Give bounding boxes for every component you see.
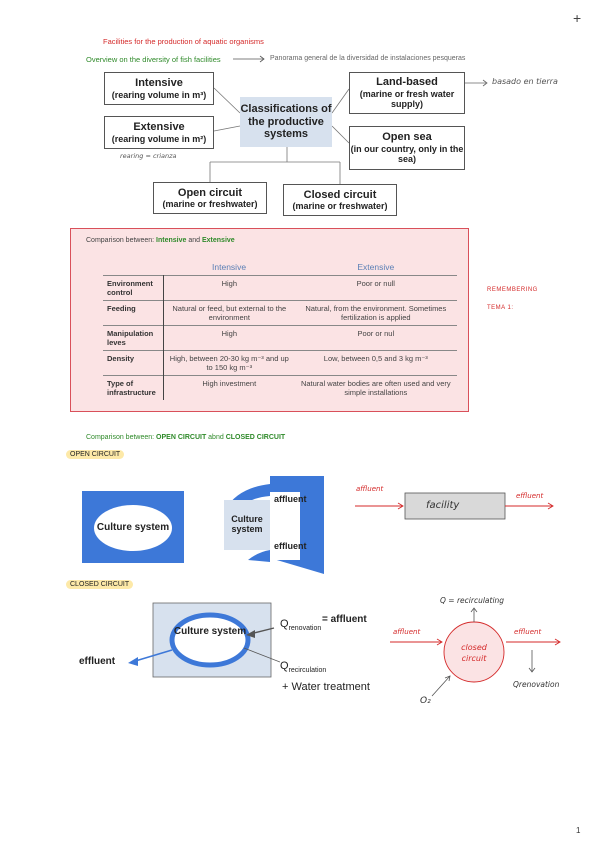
landbased-note: basado en tierra	[492, 77, 558, 86]
row-label: Density	[103, 350, 164, 376]
intensive-title: Intensive	[135, 77, 183, 89]
culture-system-label: Culture system	[94, 505, 172, 551]
closed-circuit-note: closed circuit	[461, 643, 487, 664]
row-label: Manipulation leves	[103, 325, 164, 351]
q-renovation-note: Qrenovation	[513, 680, 560, 689]
extensive-title: Extensive	[133, 121, 185, 133]
cell-intensive: High	[163, 325, 295, 351]
closed-effluent-note: effluent	[514, 628, 542, 636]
comparison-heading-and: and	[186, 237, 202, 244]
extensive-box: Extensive (rearing volume in m²)	[104, 116, 214, 149]
affluent-label: affluent	[274, 494, 307, 504]
facility-effluent-label: effluent	[516, 492, 544, 500]
table-row: Environment control High Poor or null	[103, 275, 457, 301]
opensea-title: Open sea	[382, 131, 432, 144]
closed-effluent-label: effluent	[79, 656, 116, 667]
rearing-note: rearing = crianza	[120, 152, 177, 160]
closedcircuit-sub: (marine or freshwater)	[292, 201, 388, 212]
closedcircuit-title: Closed circuit	[303, 188, 377, 201]
open-circuit-tag: OPEN CIRCUIT	[66, 450, 125, 459]
table-row: Manipulation leves High Poor or nul	[103, 325, 457, 351]
closed-circuit-diagram	[128, 602, 280, 678]
eq-affluent-label: = affluent	[322, 614, 367, 625]
extensive-sub: (rearing volume in m²)	[111, 133, 207, 144]
o2-note: O₂	[420, 696, 431, 706]
circuits-heading-b: CLOSED CIRCUIT	[225, 434, 286, 441]
comparison-heading-prefix: Comparison between:	[86, 237, 157, 244]
opencircuit-box: Open circuit (marine or freshwater)	[153, 182, 267, 214]
circuits-heading-prefix: Comparison between:	[86, 434, 157, 441]
closedcircuit-box: Closed circuit (marine or freshwater)	[283, 184, 397, 216]
row-label: Type of infrastructure	[103, 375, 164, 400]
table-row: Type of infrastructure High investment N…	[103, 375, 457, 400]
comparison-heading: Comparison between: Intensive and Extens…	[86, 237, 235, 244]
opensea-sub: (in our country, only in the sea)	[350, 143, 464, 165]
side-note-remembering: REMEMBERING	[487, 287, 538, 293]
culture-system-label-2: Culture system	[231, 514, 263, 535]
page-number: 1	[576, 826, 581, 835]
comparison-heading-a: Intensive	[156, 237, 187, 244]
circuits-heading-and: abnd	[206, 434, 226, 441]
table-corner	[103, 259, 164, 276]
cell-extensive: Poor or null	[294, 275, 457, 301]
effluent-label: effluent	[274, 541, 307, 551]
overview-arrow-icon	[233, 55, 265, 63]
side-note-tema: TEMA 1:	[487, 305, 514, 311]
q-renovation-label: Qrenovation	[280, 618, 321, 632]
water-treatment-label: + Water treatment	[282, 681, 370, 693]
intensive-sub: (rearing volume in m³)	[111, 89, 207, 100]
opencircuit-sub: (marine or freshwater)	[162, 199, 258, 210]
cell-intensive: High	[163, 275, 295, 301]
plus-icon[interactable]: +	[573, 10, 582, 26]
q-recirculating-note: Q = recirculating	[440, 596, 505, 605]
q-renovation-q: Q	[280, 618, 289, 630]
row-label: Environment control	[103, 275, 164, 301]
circuits-heading: Comparison between: OPEN CIRCUIT abnd CL…	[86, 434, 285, 441]
classifications-center-box: Classifications of the productive system…	[240, 97, 332, 147]
comparison-table: Intensive Extensive Environment control …	[103, 259, 457, 400]
cell-intensive: High, between 20-30 kg m⁻³ and up to 150…	[163, 350, 295, 376]
table-row: Density High, between 20-30 kg m⁻³ and u…	[103, 350, 457, 376]
facility-flow-diagram	[355, 492, 554, 520]
opensea-box: Open sea (in our country, only in the se…	[349, 126, 465, 170]
facility-label: facility	[426, 500, 460, 511]
landbased-sub: (marine or fresh water supply)	[359, 88, 455, 110]
closed-culture-system-label: Culture system	[173, 626, 247, 637]
q-recirculation-sub: recirculation	[288, 667, 327, 675]
q-recirculation-label: Qrecirculation	[280, 660, 326, 674]
col-intensive: Intensive	[212, 262, 247, 272]
overview-translation: Panorama general de la diversidad de ins…	[270, 55, 466, 62]
cell-intensive: Natural or feed, but external to the env…	[163, 300, 295, 326]
row-label: Feeding	[103, 300, 164, 326]
q-renovation-sub: renovation	[288, 625, 322, 633]
landbased-box: Land-based (marine or fresh water supply…	[349, 72, 465, 114]
table-row: Feeding Natural or feed, but external to…	[103, 300, 457, 326]
landbased-title: Land-based	[376, 76, 438, 89]
col-extensive: Extensive	[357, 262, 395, 272]
comparison-panel: Comparison between: Intensive and Extens…	[70, 228, 469, 412]
cell-extensive: Natural, from the environment. Sometimes…	[294, 300, 457, 326]
page-title: Facilities for the production of aquatic…	[103, 37, 264, 46]
closed-affluent-note: affluent	[393, 628, 421, 636]
opencircuit-title: Open circuit	[177, 186, 243, 199]
classification-connectors	[209, 79, 488, 184]
open-circuit-flow-diagram	[224, 476, 324, 574]
q-recirculation-q: Q	[280, 660, 289, 672]
intensive-box: Intensive (rearing volume in m³)	[104, 72, 214, 105]
comparison-heading-b: Extensive	[201, 237, 235, 244]
cell-extensive: Natural water bodies are often used and …	[294, 375, 457, 400]
cell-extensive: Low, between 0,5 and 3 kg m⁻³	[294, 350, 457, 376]
center-title: Classifications of the productive system…	[240, 103, 332, 141]
closed-circuit-sketch	[390, 607, 561, 697]
overview-label: Overview on the diversity of fish facili…	[86, 55, 221, 64]
cell-extensive: Poor or nul	[294, 325, 457, 351]
closed-circuit-tag: CLOSED CIRCUIT	[66, 580, 134, 589]
facility-affluent-label: affluent	[356, 485, 384, 493]
circuits-heading-a: OPEN CIRCUIT	[156, 434, 207, 441]
cell-intensive: High investment	[163, 375, 295, 400]
